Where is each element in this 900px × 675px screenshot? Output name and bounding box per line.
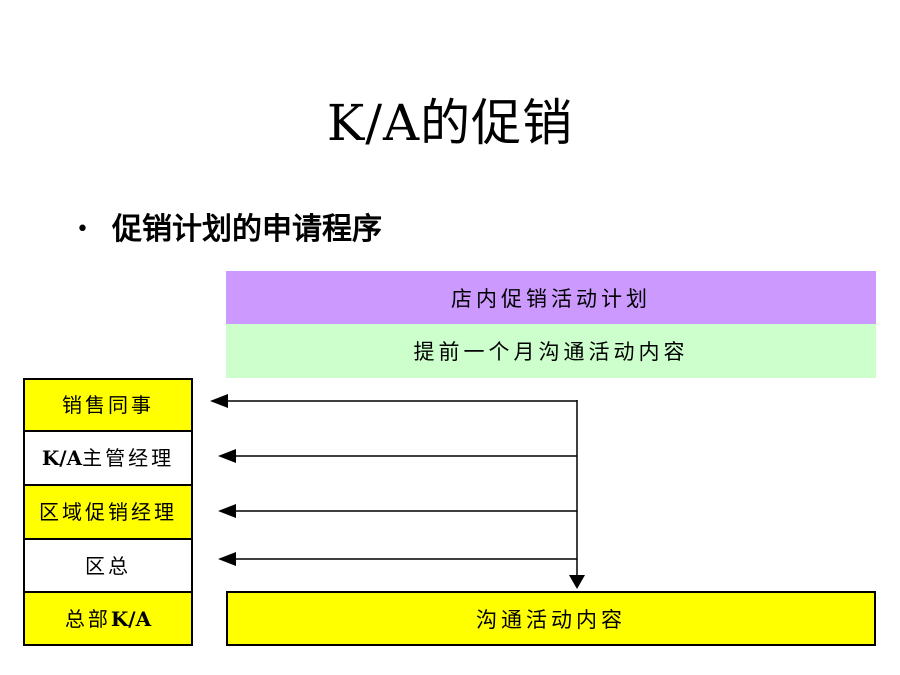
arrow-left-icon (218, 552, 236, 566)
role-box-hq-ka: 总部K/A (23, 591, 193, 646)
arrow-left-icon (218, 449, 236, 463)
role-label: 主管经理 (82, 446, 175, 470)
role-label: 区总 (85, 553, 131, 578)
advance-notice-label: 提前一个月沟通活动内容 (413, 340, 689, 364)
role-label-bold: K/A (41, 446, 83, 470)
role-label-bold: K/A (110, 606, 152, 631)
role-label: 区域促销经理 (39, 500, 177, 524)
bullet-dot-icon: • (76, 217, 89, 242)
role-box-ka-manager: K/A主管经理 (23, 430, 193, 486)
role-box-regional-promotion-manager: 区域促销经理 (23, 484, 193, 540)
arrow-down-icon (569, 575, 585, 589)
bullet-text: 促销计划的申请程序 (112, 212, 382, 247)
bullet-item: • 促销计划的申请程序 (76, 210, 382, 250)
communicate-content-label: 沟通活动内容 (476, 607, 626, 632)
advance-notice-box: 提前一个月沟通活动内容 (226, 324, 876, 378)
communicate-content-box: 沟通活动内容 (226, 591, 876, 646)
role-label: 总部 (64, 606, 111, 631)
promotion-plan-box: 店内促销活动计划 (226, 271, 876, 324)
role-box-regional-head: 区总 (23, 538, 193, 593)
promotion-plan-label: 店内促销活动计划 (451, 286, 651, 311)
role-box-sales-colleague: 销售同事 (23, 378, 193, 432)
slide-title: K/A的促销 (326, 94, 574, 152)
arrow-left-icon (218, 504, 236, 518)
arrow-left-icon (210, 394, 228, 408)
role-label: 销售同事 (62, 393, 154, 417)
